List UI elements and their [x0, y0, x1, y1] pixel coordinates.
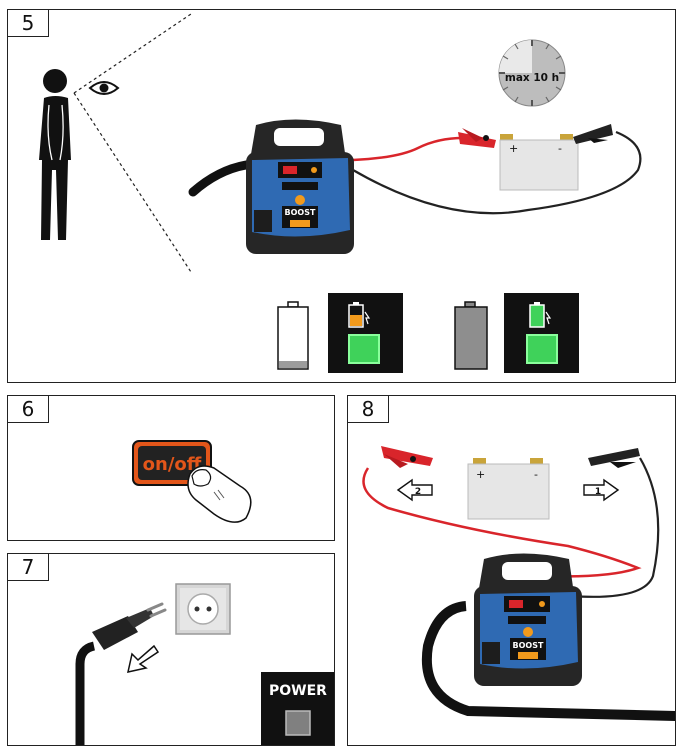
plus-sign: + [509, 142, 518, 155]
battery-illustration: + - [467, 458, 550, 520]
step-6-panel: 6 on/off [7, 395, 335, 541]
eye-icon [88, 81, 120, 95]
clock-icon [498, 39, 566, 107]
person-icon [39, 69, 71, 240]
minus-sign: - [534, 468, 538, 481]
step-7-panel: 7 POWER [7, 553, 335, 746]
on-off-label: on/off [143, 454, 202, 475]
finger-icon [187, 465, 252, 523]
socket-icon [175, 583, 231, 635]
arrow-icon: 1 [583, 478, 620, 502]
power-button-panel: POWER [261, 672, 334, 745]
boost-label: BOOST [285, 208, 316, 217]
power-label: POWER [269, 683, 327, 699]
step-5-illustration: max 10 h BOOST + - [39, 13, 642, 373]
step-number: 8 [348, 396, 389, 423]
charger-device: BOOST [246, 119, 354, 254]
charging-icon [348, 302, 371, 328]
red-cable [352, 136, 464, 162]
charged-indicator-panel [504, 293, 579, 373]
black-cable [569, 457, 660, 598]
battery-full-icon [454, 301, 488, 370]
timer-label: max 10 h [505, 72, 559, 84]
plus-sign: + [476, 468, 485, 481]
step-number: 7 [8, 554, 49, 581]
arrow-number-black: 1 [595, 487, 601, 497]
black-cable [352, 130, 642, 215]
boost-label: BOOST [513, 641, 544, 650]
arrow-icon [127, 644, 160, 673]
step-number: 5 [8, 10, 49, 37]
plug-icon [75, 602, 167, 745]
step-7-illustration: POWER [75, 583, 334, 745]
charger-device: BOOST [474, 553, 582, 686]
red-clamp [458, 128, 496, 148]
battery-illustration: + - [499, 134, 579, 191]
step-6-illustration: on/off [132, 440, 252, 523]
step-5-panel: 5 max 10 h [7, 9, 676, 383]
minus-sign: - [558, 142, 562, 155]
battery-empty-icon [277, 301, 309, 370]
charged-icon [529, 302, 552, 328]
black-clamp [588, 448, 640, 468]
step-8-panel: 8 + - 2 [347, 395, 676, 746]
arrow-number-red: 2 [415, 487, 421, 497]
step-number: 6 [8, 396, 49, 423]
red-cable [362, 467, 642, 578]
arrow-icon: 2 [396, 478, 433, 502]
red-clamp [381, 446, 433, 468]
step-8-illustration: + - 2 1 [362, 446, 675, 721]
black-clamp [573, 124, 613, 144]
charging-indicator-panel [328, 293, 403, 373]
